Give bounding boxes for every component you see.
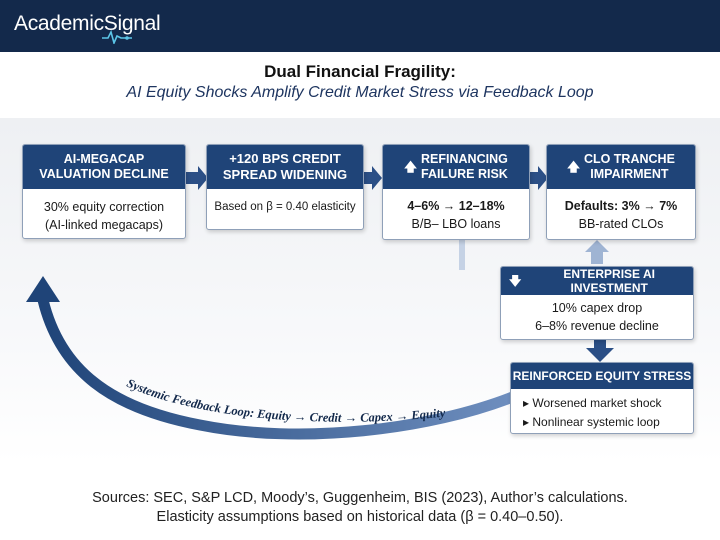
down-arrow-icon: 🡇 [509, 273, 522, 288]
brand-logo[interactable]: AcademicSignal [14, 12, 161, 44]
clo-impairment-line1: Defaults: 3% → 7% [564, 199, 678, 213]
pulse-icon [102, 30, 132, 44]
elasticity-note: Elasticity assumptions based on historic… [156, 509, 564, 525]
bullet-icon: ▸ [523, 414, 533, 429]
up-arrow-icon: 🡅 [404, 159, 418, 174]
refinancing-risk-title-1: REFINANCING [421, 152, 508, 166]
feedback-loop-arc [37, 298, 518, 440]
reinforced-stress-box: REINFORCED EQUITY STRESS ▸ Worsened mark… [510, 362, 694, 434]
clo-impairment-title-2: IMPAIRMENT [590, 167, 669, 181]
up-arrow-icon: 🡅 [567, 159, 580, 174]
page-title: Dual Financial Fragility: [264, 62, 456, 81]
credit-spread-header: +120 BPS CREDIT SPREAD WIDENING [207, 145, 363, 189]
valuation-decline-line2: (AI-linked megacaps) [44, 217, 164, 232]
enterprise-investment-box: 🡇 ENTERPRISE AI INVESTMENT 10% capex dro… [500, 266, 694, 340]
page-subtitle: AI Equity Shocks Amplify Credit Market S… [126, 84, 594, 101]
credit-spread-title-2: SPREAD WIDENING [222, 167, 348, 182]
top-bar: AcademicSignal [0, 0, 720, 52]
valuation-decline-title: AI-MEGACAP VALUATION DECLINE [39, 152, 169, 181]
clo-impairment-title-1: CLO TRANCHE [583, 152, 675, 166]
refinancing-risk-line2: B/B– LBO loans [411, 217, 501, 232]
clo-impairment-line2: BB-rated CLOs [578, 217, 664, 232]
sources-note: Sources: SEC, S&P LCD, Moody’s, Guggenhe… [92, 490, 628, 506]
arrow-refinancing-feed [459, 240, 465, 270]
bullet-icon: ▸ [523, 396, 533, 410]
arrow-enterprise-to-reinforced [586, 340, 614, 362]
arrow-refinancing-to-clo [528, 166, 548, 190]
credit-spread-box: +120 BPS CREDIT SPREAD WIDENING Based on… [206, 144, 364, 230]
valuation-decline-box: AI-MEGACAP VALUATION DECLINE 30% equity … [22, 144, 186, 239]
credit-spread-body: Based on β = 0.40 elasticity [214, 201, 356, 213]
credit-spread-title-1: +120 BPS CREDIT [229, 151, 341, 167]
valuation-decline-line1: 30% equity correction [43, 200, 165, 214]
arrow-spread-to-refinancing [362, 166, 382, 190]
refinancing-risk-title-2: FAILURE RISK [421, 167, 508, 181]
brand-logo-text: AcademicSignal [14, 12, 161, 35]
clo-impairment-box: 🡅 CLO TRANCHE IMPAIRMENT Defaults: 3% → … [546, 144, 696, 240]
reinforced-stress-bullet2: ▸ Nonlinear systemic loop [523, 414, 660, 429]
enterprise-investment-line2: 6–8% revenue decline [535, 319, 659, 334]
valuation-decline-header: AI-MEGACAP VALUATION DECLINE [23, 145, 185, 189]
arrow-enterprise-to-clo [585, 240, 609, 264]
feedback-loop-arrowhead [26, 276, 60, 302]
reinforced-stress-header: REINFORCED EQUITY STRESS [511, 363, 693, 389]
clo-impairment-header: 🡅 CLO TRANCHE IMPAIRMENT [547, 145, 695, 189]
refinancing-risk-header: 🡅 REFINANCING FAILURE RISK [383, 145, 529, 189]
enterprise-investment-title: ENTERPRISE AI INVESTMENT [563, 266, 655, 295]
enterprise-investment-header: 🡇 ENTERPRISE AI INVESTMENT [501, 267, 693, 295]
enterprise-investment-line1: 10% capex drop [551, 301, 643, 315]
arrow-valuation-to-spread [186, 166, 208, 190]
refinancing-risk-line1: 4–6% → 12–18% [407, 199, 505, 213]
reinforced-stress-title: REINFORCED EQUITY STRESS [512, 368, 692, 383]
reinforced-stress-bullet1: ▸ Worsened market shock [523, 396, 662, 410]
refinancing-risk-box: 🡅 REFINANCING FAILURE RISK 4–6% → 12–18%… [382, 144, 530, 240]
